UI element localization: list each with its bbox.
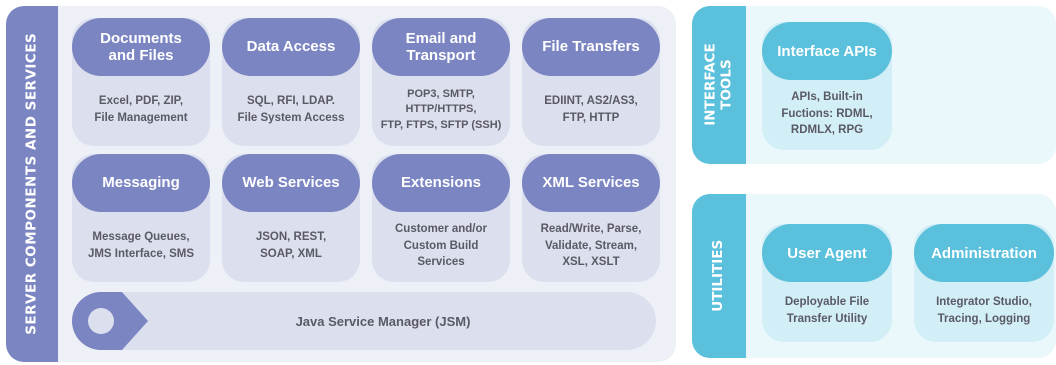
card-title: Email and Transport bbox=[372, 18, 510, 76]
utilities-header: UTILITIES bbox=[692, 194, 746, 358]
card-file-transfers: File Transfers EDIINT, AS2/AS3, FTP, HTT… bbox=[522, 18, 660, 146]
card-title: Administration bbox=[914, 224, 1054, 282]
card-administration: Administration Integrator Studio, Tracin… bbox=[914, 224, 1054, 342]
card-xml-services: XML Services Read/Write, Parse, Validate… bbox=[522, 154, 660, 282]
card-description: SQL, RFI, LDAP. File System Access bbox=[237, 95, 345, 124]
card-title: XML Services bbox=[522, 154, 660, 212]
interface-tools-title: INTERFACE TOOLS bbox=[702, 43, 734, 127]
card-description: POP3, SMTP, HTTP/HTTPS, FTP, FTPS, SFTP … bbox=[380, 87, 502, 131]
card-title: Messaging bbox=[72, 154, 210, 212]
server-components-title: SERVER COMPONENTS AND SERVICES bbox=[23, 32, 40, 336]
card-description: JSON, REST, SOAP, XML bbox=[255, 231, 327, 260]
jsm-label: Java Service Manager (JSM) bbox=[295, 313, 471, 329]
card-email-and-transport: Email and Transport POP3, SMTP, HTTP/HTT… bbox=[372, 18, 510, 146]
card-web-services: Web Services JSON, REST, SOAP, XML bbox=[222, 154, 360, 282]
interface-tools-header: INTERFACE TOOLS bbox=[692, 6, 746, 164]
card-description: Deployable File Transfer Utility bbox=[784, 296, 870, 325]
java-service-manager-bar bbox=[72, 292, 656, 350]
card-user-agent: User Agent Deployable File Transfer Util… bbox=[762, 224, 892, 342]
card-description: Integrator Studio, Tracing, Logging bbox=[936, 296, 1032, 325]
card-title: User Agent bbox=[762, 224, 892, 282]
card-documents-and-files: Documents and Files Excel, PDF, ZIP, Fil… bbox=[72, 18, 210, 146]
card-interface-apis: Interface APIs APIs, Built-in Fuctions: … bbox=[762, 22, 892, 150]
card-extensions: Extensions Customer and/or Custom Build … bbox=[372, 154, 510, 282]
card-description: EDIINT, AS2/AS3, FTP, HTTP bbox=[544, 95, 638, 124]
card-title: Web Services bbox=[222, 154, 360, 212]
card-description: Read/Write, Parse, Validate, Stream, XSL… bbox=[540, 222, 642, 269]
card-title: Documents and Files bbox=[72, 18, 210, 76]
card-description: Message Queues, JMS Interface, SMS bbox=[87, 231, 195, 260]
card-title: Extensions bbox=[372, 154, 510, 212]
card-title: Data Access bbox=[222, 18, 360, 76]
card-messaging: Messaging Message Queues, JMS Interface,… bbox=[72, 154, 210, 282]
card-title: File Transfers bbox=[522, 18, 660, 76]
card-description: APIs, Built-in Fuctions: RDML, RDMLX, RP… bbox=[781, 90, 873, 137]
card-data-access: Data Access SQL, RFI, LDAP. File System … bbox=[222, 18, 360, 146]
card-description: Customer and/or Custom Build Services bbox=[394, 222, 487, 269]
jsm-badge-icon bbox=[72, 292, 148, 350]
server-components-header: SERVER COMPONENTS AND SERVICES bbox=[6, 6, 58, 362]
utilities-title: UTILITIES bbox=[710, 239, 727, 312]
card-title: Interface APIs bbox=[762, 22, 892, 80]
card-description: Excel, PDF, ZIP, File Management bbox=[94, 95, 188, 124]
